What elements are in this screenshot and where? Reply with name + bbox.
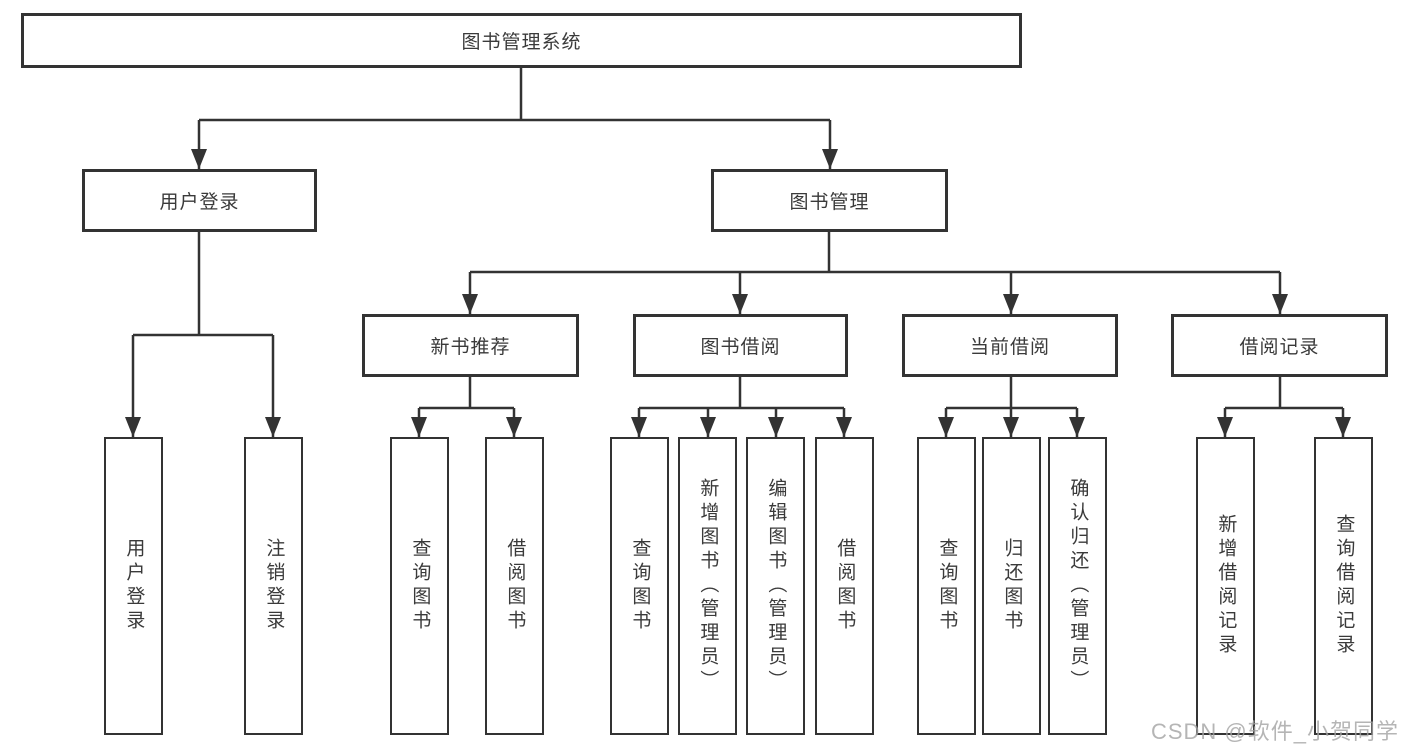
node-borrow-records: 借阅记录 xyxy=(1171,314,1388,377)
leaf-edit-books-admin: 编辑图书（管理员） xyxy=(746,437,805,735)
leaf-query-books-current: 查询图书 xyxy=(917,437,976,735)
leaf-user-login: 用户登录 xyxy=(104,437,163,735)
leaf-confirm-return-admin: 确认归还（管理员） xyxy=(1048,437,1107,735)
node-new-book-recommend: 新书推荐 xyxy=(362,314,579,377)
csdn-watermark: CSDN @软件_小贺同学 xyxy=(1150,719,1399,744)
leaf-borrow-books: 借阅图书 xyxy=(815,437,874,735)
leaf-borrow-books-recommend: 借阅图书 xyxy=(485,437,544,735)
node-book-borrow: 图书借阅 xyxy=(633,314,848,377)
node-root-library-system: 图书管理系统 xyxy=(21,13,1022,68)
leaf-query-books-recommend: 查询图书 xyxy=(390,437,449,735)
node-current-borrow: 当前借阅 xyxy=(902,314,1118,377)
leaf-query-borrow-record: 查询借阅记录 xyxy=(1314,437,1373,735)
node-user-login: 用户登录 xyxy=(82,169,317,232)
node-book-management: 图书管理 xyxy=(711,169,948,232)
leaf-return-books: 归还图书 xyxy=(982,437,1041,735)
leaf-add-borrow-record: 新增借阅记录 xyxy=(1196,437,1255,735)
leaf-logout: 注销登录 xyxy=(244,437,303,735)
leaf-add-books-admin: 新增图书（管理员） xyxy=(678,437,737,735)
leaf-query-books-borrow: 查询图书 xyxy=(610,437,669,735)
